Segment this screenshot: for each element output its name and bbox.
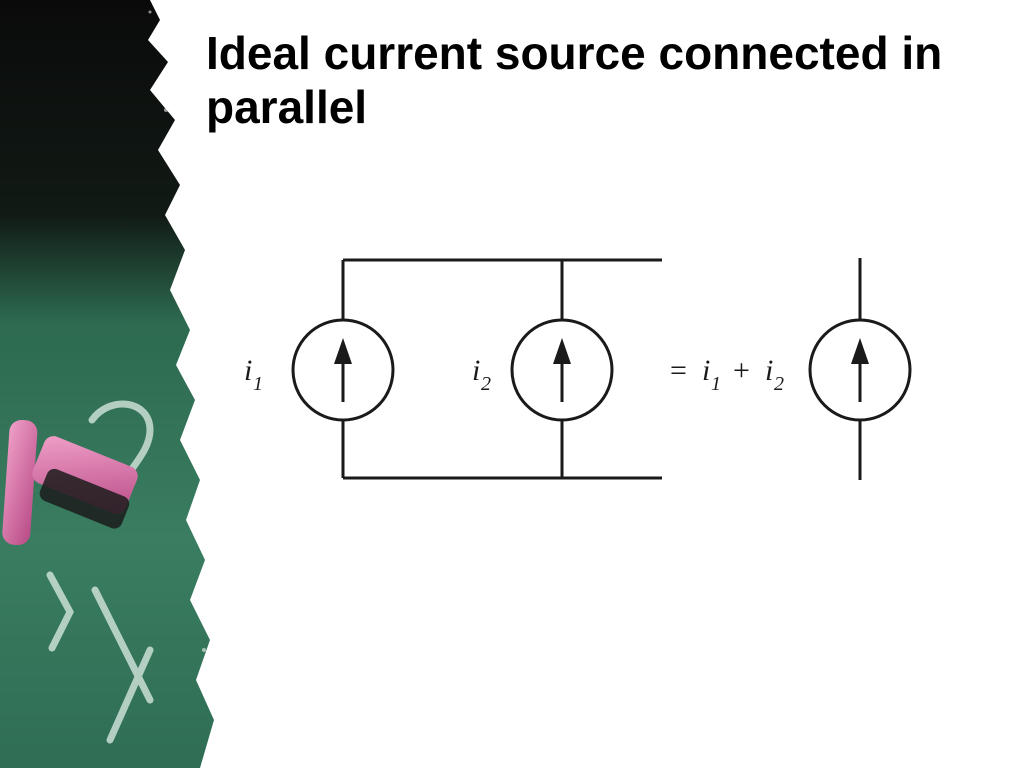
chalkboard-surface (0, 0, 214, 768)
equals-sign: = (670, 354, 687, 387)
chalk-speckles (148, 10, 214, 712)
equivalent-current-source (808, 318, 912, 422)
up-arrow-icon (851, 338, 869, 364)
current-source-2 (510, 318, 614, 422)
current-source-1 (291, 318, 395, 422)
source-2-subscript: 2 (481, 373, 491, 395)
chalkboard-background (0, 0, 214, 768)
chalk-scribbles (46, 400, 154, 744)
chalk-sticks-decoration (2, 419, 138, 546)
source-1-symbol: i (244, 354, 252, 387)
equivalent-term-2-symbol: i (765, 354, 773, 387)
source-1-subscript: 1 (253, 373, 263, 395)
equivalent-term-1-subscript: 1 (711, 373, 721, 395)
plus-sign: + (733, 354, 750, 387)
up-arrow-icon (334, 338, 352, 364)
parallel-current-source-diagram: i 1 i 2 = i 1 + i 2 (244, 258, 912, 480)
slide-title: Ideal current source connected in parall… (206, 27, 943, 133)
source-2-symbol: i (472, 354, 480, 387)
circuit-wires (341, 258, 862, 480)
equivalent-term-2-subscript: 2 (774, 373, 784, 395)
equivalent-term-1-symbol: i (702, 354, 710, 387)
up-arrow-icon (553, 338, 571, 364)
